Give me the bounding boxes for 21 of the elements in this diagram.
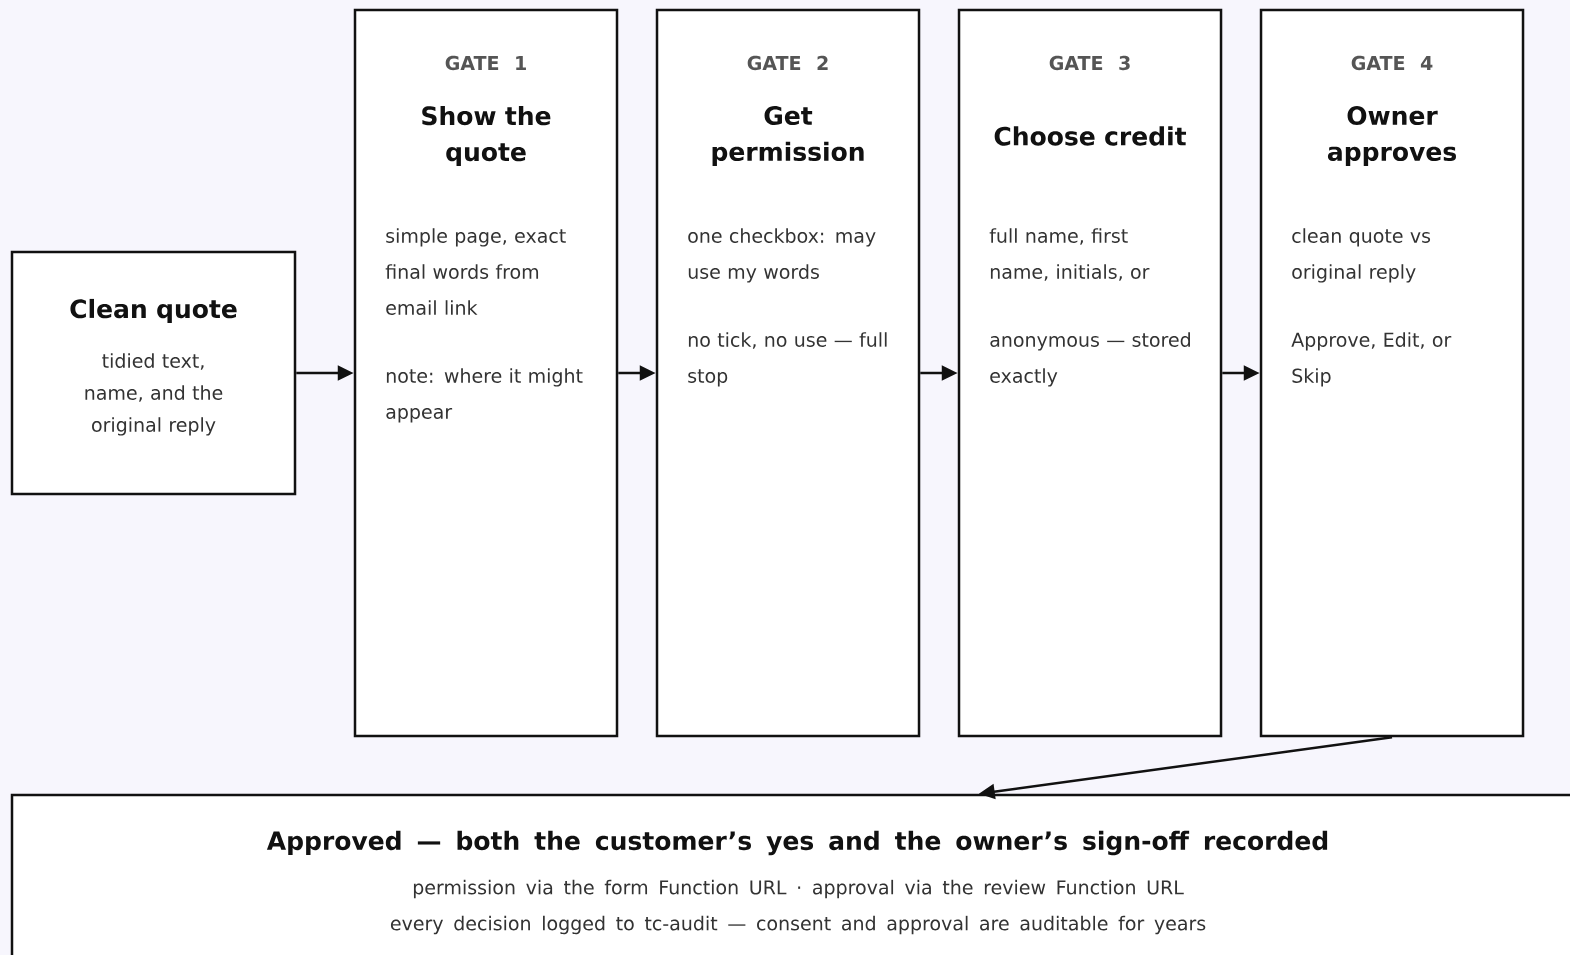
gate-description: simple page, exact final words from email link (385, 228, 566, 315)
gate-label: GATE 4 (1351, 55, 1433, 71)
gate-title: Owner approves (1327, 106, 1456, 166)
gate-title: Get permission (712, 106, 864, 166)
gate-description: no tick, no use — full stop (688, 332, 887, 387)
gate-label: GATE 2 (747, 55, 828, 71)
gate-title: Show the quote (422, 105, 551, 167)
gate-description: anonymous — stored exactly (990, 332, 1190, 387)
box-description: tidied text, name, and the original reply (85, 353, 223, 436)
box-title: Clean quote (70, 298, 237, 324)
result-title: Approved — both the customer’s yes and the owner’s sign-off recorded (266, 830, 1328, 856)
gate-description: one checkbox: may use my words (688, 228, 876, 283)
gate-title: Choose credit (994, 126, 1186, 146)
gate-description: full name, first name, initials, or (989, 228, 1150, 281)
result-note: permission via the form Function URL · approval via the review Function URL (413, 879, 1184, 899)
gate-label: GATE 3 (1049, 55, 1130, 71)
gate-label: GATE 1 (445, 55, 526, 71)
gate-description: Approve, Edit, or Skip (1291, 332, 1452, 387)
gate-description: clean quote vs original reply (1292, 228, 1431, 283)
result-note: every decision logged to tc-audit — consent and approval are auditable for years (390, 915, 1206, 935)
gate-description: note: where it might appear (386, 368, 583, 423)
